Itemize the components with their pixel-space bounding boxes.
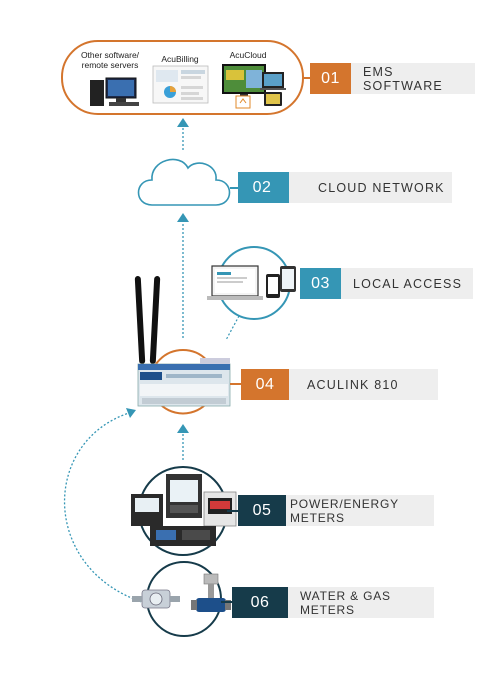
- step-label-water-gas-meters: WATER & GAS METERS: [288, 587, 434, 618]
- desktop-computer-icon: [90, 77, 139, 106]
- laptop-phone-icon: [207, 265, 296, 300]
- label-other-software-text: Other software/ remote servers: [80, 50, 140, 70]
- step-label-local-access: LOCAL ACCESS: [341, 268, 473, 299]
- banner-aculink-810: 04 ACULINK 810: [241, 369, 438, 400]
- label-acubilling: AcuBilling: [161, 54, 199, 64]
- arrow-water-to-aculink: [63, 411, 146, 604]
- step-label-ems-software: EMS SOFTWARE: [351, 63, 475, 94]
- label-other-software: Other software/ remote servers: [76, 50, 144, 70]
- power-meter-icon: [131, 474, 237, 546]
- arrowhead-up-aculink: [177, 424, 189, 433]
- acubilling-screen-icon: [152, 65, 209, 104]
- banner-water-gas-meters: 06 WATER & GAS METERS: [232, 587, 434, 618]
- step-number-05: 05: [238, 495, 286, 526]
- antenna-icon: [134, 276, 161, 364]
- step-number-03: 03: [300, 268, 341, 299]
- step-number-06: 06: [232, 587, 288, 618]
- step-number-02: 02: [238, 172, 286, 203]
- water-meter-icon: [132, 589, 180, 609]
- step-label-cloud-network: CLOUD NETWORK: [286, 172, 452, 203]
- gas-flow-meter-icon: [191, 573, 231, 612]
- step-number-04: 04: [241, 369, 289, 400]
- aculink-device-icon: [137, 358, 231, 407]
- step-number-01: 01: [310, 63, 351, 94]
- cloud-icon: [137, 158, 231, 206]
- acucloud-devices-icon: [222, 64, 286, 109]
- step-label-power-energy-meters: POWER/ENERGY METERS: [286, 495, 434, 526]
- local-to-aculink-line: [225, 315, 240, 341]
- label-acucloud: AcuCloud: [229, 50, 267, 60]
- banner-cloud-network: 02 CLOUD NETWORK: [238, 172, 452, 203]
- arrowhead-up-ems: [177, 118, 189, 127]
- arrowhead-curve: [126, 408, 136, 418]
- banner-ems-software: 01 EMS SOFTWARE: [310, 63, 475, 94]
- banner-local-access: 03 LOCAL ACCESS: [300, 268, 473, 299]
- banner-power-energy-meters: 05 POWER/ENERGY METERS: [238, 495, 434, 526]
- arrowhead-up-cloud: [177, 213, 189, 222]
- step-label-aculink-810: ACULINK 810: [289, 369, 438, 400]
